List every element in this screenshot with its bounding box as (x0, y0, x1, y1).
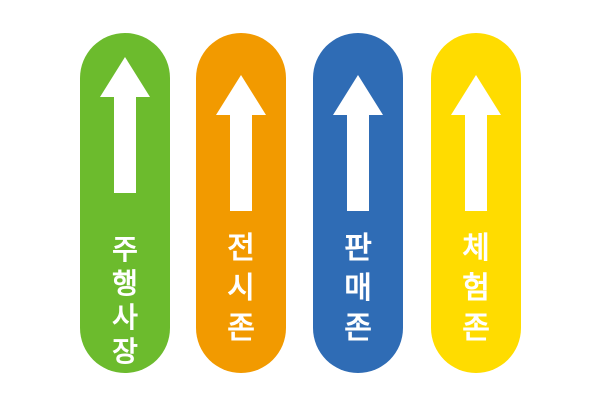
zone-label-char: 판 (344, 231, 372, 266)
zone-label-char: 존 (462, 311, 490, 346)
zone-label: 전 시 존 (196, 229, 286, 349)
zone-label: 판 매 존 (313, 229, 403, 349)
zone-label-char: 행 (112, 267, 138, 300)
zone-sign-exhibition: 전 시 존 (196, 33, 286, 373)
zone-label-char: 험 (462, 271, 490, 306)
arrow-up-icon (451, 75, 501, 211)
zone-label-char: 장 (112, 335, 138, 368)
zone-sign-experience: 체 험 존 (431, 33, 521, 373)
zone-label-char: 체 (462, 231, 490, 266)
zone-label-char: 전 (227, 231, 255, 266)
zone-label-char: 사 (112, 301, 138, 334)
zone-label-char: 매 (344, 271, 372, 306)
zone-label-char: 주 (112, 233, 138, 266)
arrow-up-icon (333, 75, 383, 211)
zone-label: 체 험 존 (431, 229, 521, 349)
arrow-up-icon (100, 57, 150, 193)
zone-label-char: 존 (227, 311, 255, 346)
arrow-up-icon (216, 75, 266, 211)
zone-sign-driving: 주 행 사 장 (80, 33, 170, 373)
zone-label-char: 시 (227, 271, 255, 306)
zone-label: 주 행 사 장 (80, 233, 170, 369)
zone-sign-sales: 판 매 존 (313, 33, 403, 373)
zone-label-char: 존 (344, 311, 372, 346)
